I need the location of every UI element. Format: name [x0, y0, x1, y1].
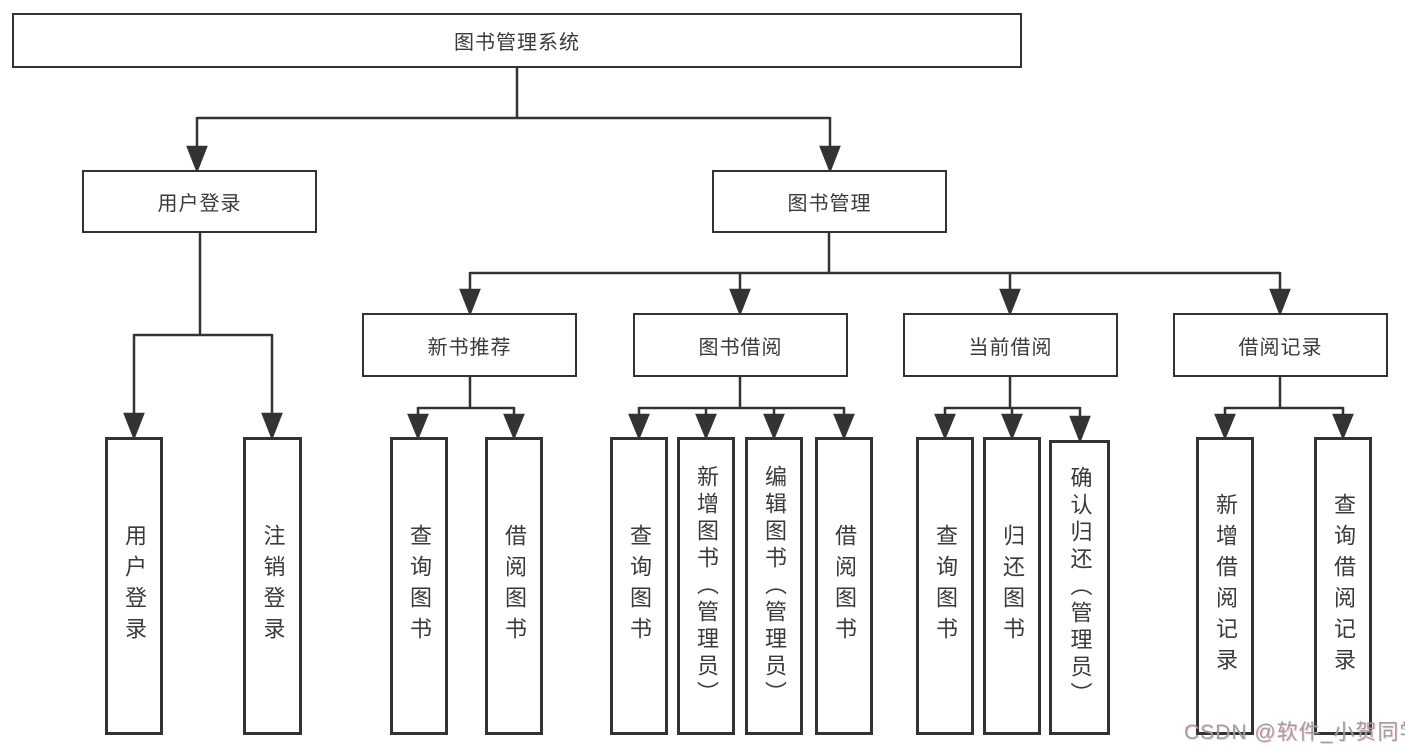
leaf-borrow-books-2: 借阅图书 — [815, 437, 873, 735]
node-new-books: 新书推荐 — [362, 313, 577, 377]
leaf-query-books-3: 查询图书 — [916, 437, 974, 735]
node-book-mgmt: 图书管理 — [712, 170, 947, 233]
watermark: CSDN @软件_小贺同学 — [1184, 721, 1405, 744]
connector-new-books-children — [407, 377, 525, 441]
leaf-add-borrow-record: 新增借阅记录 — [1196, 437, 1254, 735]
node-borrow-records: 借阅记录 — [1173, 313, 1388, 377]
leaf-borrow-books-1: 借阅图书 — [485, 437, 543, 735]
node-user-login: 用户登录 — [82, 170, 317, 233]
leaf-query-borrow-record: 查询借阅记录 — [1314, 437, 1372, 735]
node-book-borrow: 图书借阅 — [633, 313, 848, 377]
connector-borrow-records-children — [1214, 377, 1354, 441]
leaf-query-books-1: 查询图书 — [390, 437, 448, 735]
connector-user-login-children — [123, 233, 283, 441]
connector-book-mgmt-sections — [459, 233, 1291, 317]
connector-book-borrow-children — [628, 377, 855, 441]
leaf-user-login: 用户登录 — [105, 437, 163, 735]
node-root: 图书管理系统 — [12, 13, 1022, 68]
connector-root-to-level2 — [186, 68, 841, 174]
leaf-edit-book-admin: 编辑图书（管理员） — [745, 437, 803, 735]
node-current-borrow: 当前借阅 — [903, 313, 1118, 377]
leaf-return-book: 归还图书 — [983, 437, 1041, 735]
leaf-logout: 注销登录 — [243, 437, 302, 735]
leaf-add-book-admin: 新增图书（管理员） — [677, 437, 735, 735]
leaf-query-books-2: 查询图书 — [610, 437, 668, 735]
connector-current-borrow-children — [934, 377, 1091, 444]
leaf-confirm-return-admin: 确认归还（管理员） — [1049, 440, 1110, 735]
